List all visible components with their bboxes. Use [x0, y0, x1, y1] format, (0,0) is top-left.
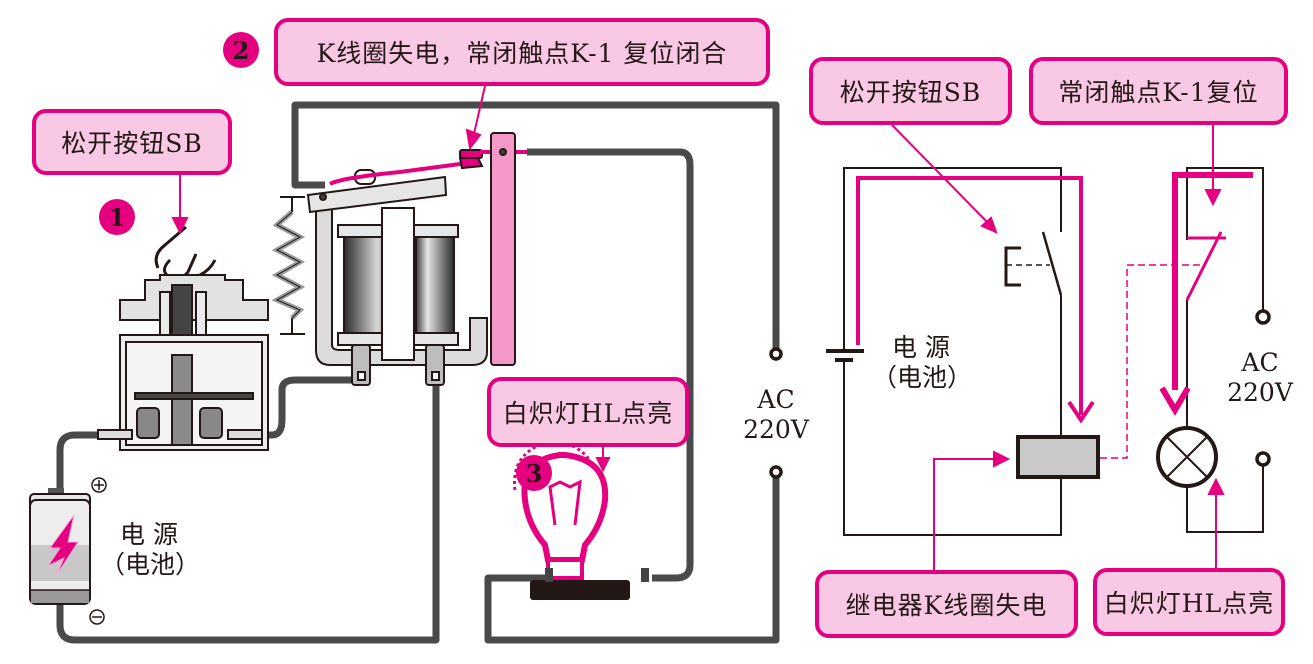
callout-release-button-text: 松开按钮SB	[61, 129, 203, 158]
callout-coil-deenergized-text: K线圈失电，常闭触点K-1 复位闭合	[316, 39, 728, 68]
wire-relay-to-ac-top	[291, 101, 780, 348]
schematic-ac-terminal-top	[1255, 309, 1271, 325]
step-badge-3: 3	[516, 455, 552, 491]
current-flow	[856, 172, 1253, 424]
callout-lamp-on: 白炽灯HL点亮	[487, 377, 689, 447]
step-badge-2: 2	[223, 32, 259, 68]
ac-terminal-top	[769, 347, 783, 361]
lamp-symbol	[1156, 426, 1218, 488]
wire-lamp-to-ac-bottom	[484, 478, 780, 644]
callout-arrows	[171, 85, 611, 473]
schematic-callout-contact: 常闭触点K-1复位	[1029, 57, 1288, 125]
spring-icon	[271, 210, 306, 320]
wire-battery-to-button	[56, 431, 100, 490]
wire-button-to-coil	[262, 376, 362, 439]
lightning-icon	[46, 514, 79, 577]
wire-battery-to-coil	[56, 385, 440, 644]
callout-coil-deenergized: K线圈失电，常闭触点K-1 复位闭合	[274, 18, 770, 86]
relay-coil-symbol	[1016, 435, 1100, 479]
ac-terminal-bottom	[769, 465, 783, 479]
schematic-callout-coil: 继电器K线圈失电	[815, 570, 1078, 638]
step-badge-1: 1	[99, 199, 135, 235]
armature-bar	[490, 132, 516, 366]
callout-release-button: 松开按钮SB	[32, 109, 232, 175]
button-symbol	[1004, 231, 1063, 296]
finger-icon	[154, 225, 217, 282]
relay	[271, 132, 527, 386]
ac-label: AC 220V	[743, 385, 809, 444]
wires	[56, 101, 780, 644]
schematic-ac-terminal-bottom	[1255, 451, 1271, 467]
schematic-battery-label: 电 源 （电池）	[872, 333, 973, 392]
schematic-callout-button: 松开按钮SB	[809, 57, 1012, 125]
schematic-ac-label: AC 220V	[1227, 348, 1293, 407]
callout-lamp-on-text: 白炽灯HL点亮	[502, 399, 674, 428]
battery-label: 电 源 （电池）	[100, 520, 201, 579]
wire-contact-to-lamp	[527, 148, 694, 582]
push-button[interactable]	[97, 225, 269, 451]
schematic-callout-lamp: 白炽灯HL点亮	[1093, 568, 1285, 636]
nc-contact-symbol	[1185, 231, 1226, 301]
linkage-dashed	[1100, 264, 1200, 459]
schematic-callout-arrows	[891, 124, 1225, 570]
schematic-wires	[843, 167, 1264, 536]
battery	[29, 477, 107, 625]
lamp-socket	[530, 580, 630, 600]
